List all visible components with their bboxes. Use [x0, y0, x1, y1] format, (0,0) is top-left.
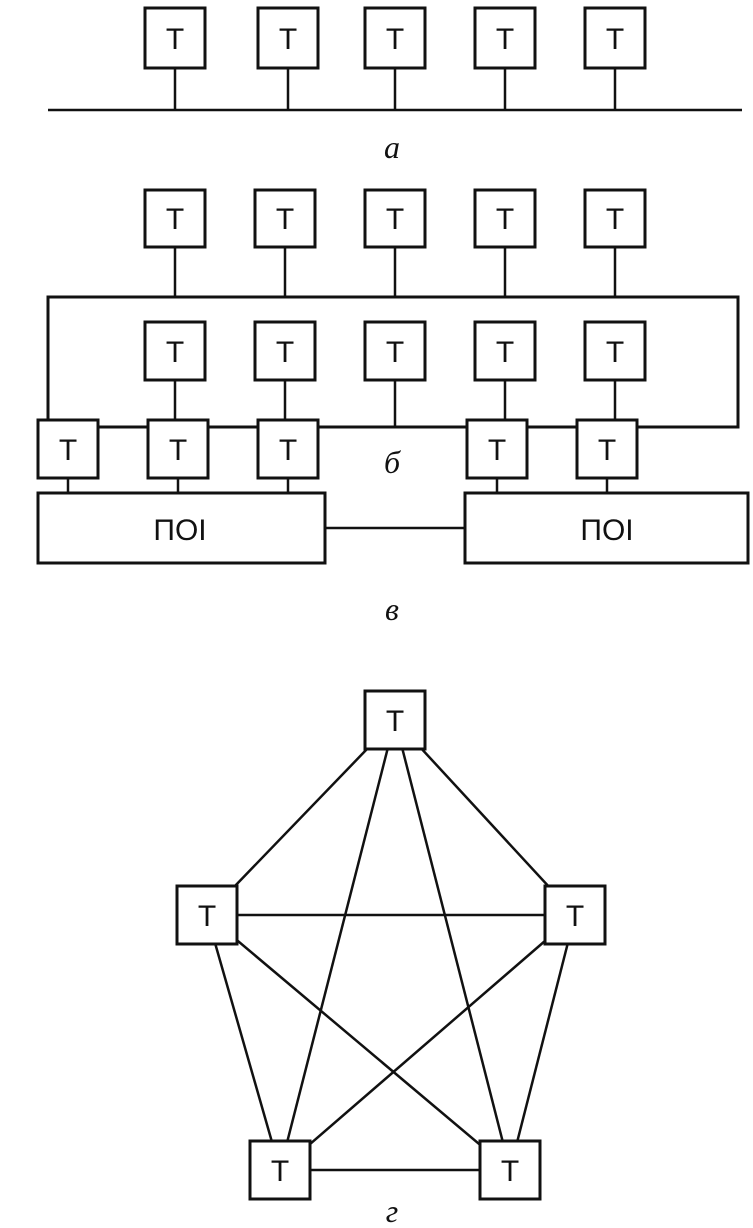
terminal-node: Т	[256, 6, 320, 70]
terminal-node: Т	[473, 320, 537, 382]
terminal-node: Т	[143, 188, 207, 249]
terminal-node: Т	[253, 320, 317, 382]
svg-text:Т: Т	[496, 336, 514, 369]
svg-text:ПОІ: ПОІ	[580, 514, 633, 547]
terminal-node: Т	[143, 6, 207, 70]
topology-g-mesh: Т Т Т Т Т г	[175, 689, 607, 1228]
terminal-node: Т	[583, 320, 647, 382]
svg-text:Т: Т	[169, 434, 187, 467]
ring-loop	[46, 295, 740, 429]
svg-text:Т: Т	[279, 434, 297, 467]
svg-text:Т: Т	[606, 203, 624, 236]
mesh-link	[278, 719, 397, 1171]
terminal-node: Т	[363, 188, 427, 249]
topology-v-hubs: Т Т Т Т Т ПОІ ПОІ в	[36, 418, 750, 627]
terminal-node: Т	[583, 188, 647, 249]
caption-v: в	[385, 591, 399, 627]
terminal-node: Т	[478, 1139, 542, 1201]
mesh-link	[393, 719, 512, 1171]
mesh-link	[205, 914, 282, 1171]
svg-text:Т: Т	[166, 23, 184, 56]
terminal-node: Т	[36, 418, 100, 480]
terminal-node: Т	[473, 6, 537, 70]
mesh-link	[206, 914, 511, 1171]
terminal-node: Т	[175, 884, 239, 946]
mesh-link	[394, 719, 576, 916]
terminal-node: Т	[248, 1139, 312, 1201]
caption-g: г	[386, 1193, 398, 1228]
terminal-node: Т	[253, 188, 317, 249]
topology-a-bus: Т Т Т Т Т а	[48, 6, 742, 165]
terminal-node: Т	[363, 6, 427, 70]
svg-text:Т: Т	[606, 23, 624, 56]
terminal-node: Т	[465, 418, 529, 480]
svg-text:Т: Т	[276, 203, 294, 236]
svg-text:Т: Т	[198, 900, 216, 933]
terminal-node: Т	[543, 884, 607, 946]
svg-text:Т: Т	[166, 203, 184, 236]
svg-text:Т: Т	[386, 705, 404, 738]
svg-text:Т: Т	[59, 434, 77, 467]
terminal-node: Т	[363, 689, 427, 751]
hub-node: ПОІ	[463, 491, 750, 565]
svg-text:ПОІ: ПОІ	[153, 514, 206, 547]
svg-text:Т: Т	[166, 336, 184, 369]
svg-text:Т: Т	[386, 336, 404, 369]
svg-text:Т: Т	[276, 336, 294, 369]
svg-text:Т: Т	[386, 203, 404, 236]
svg-text:Т: Т	[566, 900, 584, 933]
caption-a: а	[384, 129, 400, 165]
svg-text:Т: Т	[496, 203, 514, 236]
terminal-node: Т	[473, 188, 537, 249]
svg-text:Т: Т	[496, 23, 514, 56]
svg-text:Т: Т	[386, 23, 404, 56]
terminal-node: Т	[583, 6, 647, 70]
terminal-node: Т	[575, 418, 639, 480]
mesh-link	[508, 914, 577, 1171]
svg-text:Т: Т	[488, 434, 506, 467]
svg-text:Т: Т	[279, 23, 297, 56]
mesh-link	[279, 914, 576, 1171]
svg-text:Т: Т	[271, 1155, 289, 1188]
terminal-node: Т	[146, 418, 210, 480]
caption-b: б	[384, 444, 401, 480]
svg-text:Т: Т	[606, 336, 624, 369]
topology-b-ring: Т Т Т Т Т Т Т Т Т Т б	[46, 188, 740, 480]
svg-text:Т: Т	[501, 1155, 519, 1188]
mesh-link	[206, 719, 396, 916]
svg-text:Т: Т	[598, 434, 616, 467]
terminal-node: Т	[363, 320, 427, 382]
terminal-node: Т	[143, 320, 207, 382]
terminal-node: Т	[256, 418, 320, 480]
hub-node: ПОІ	[36, 491, 327, 565]
